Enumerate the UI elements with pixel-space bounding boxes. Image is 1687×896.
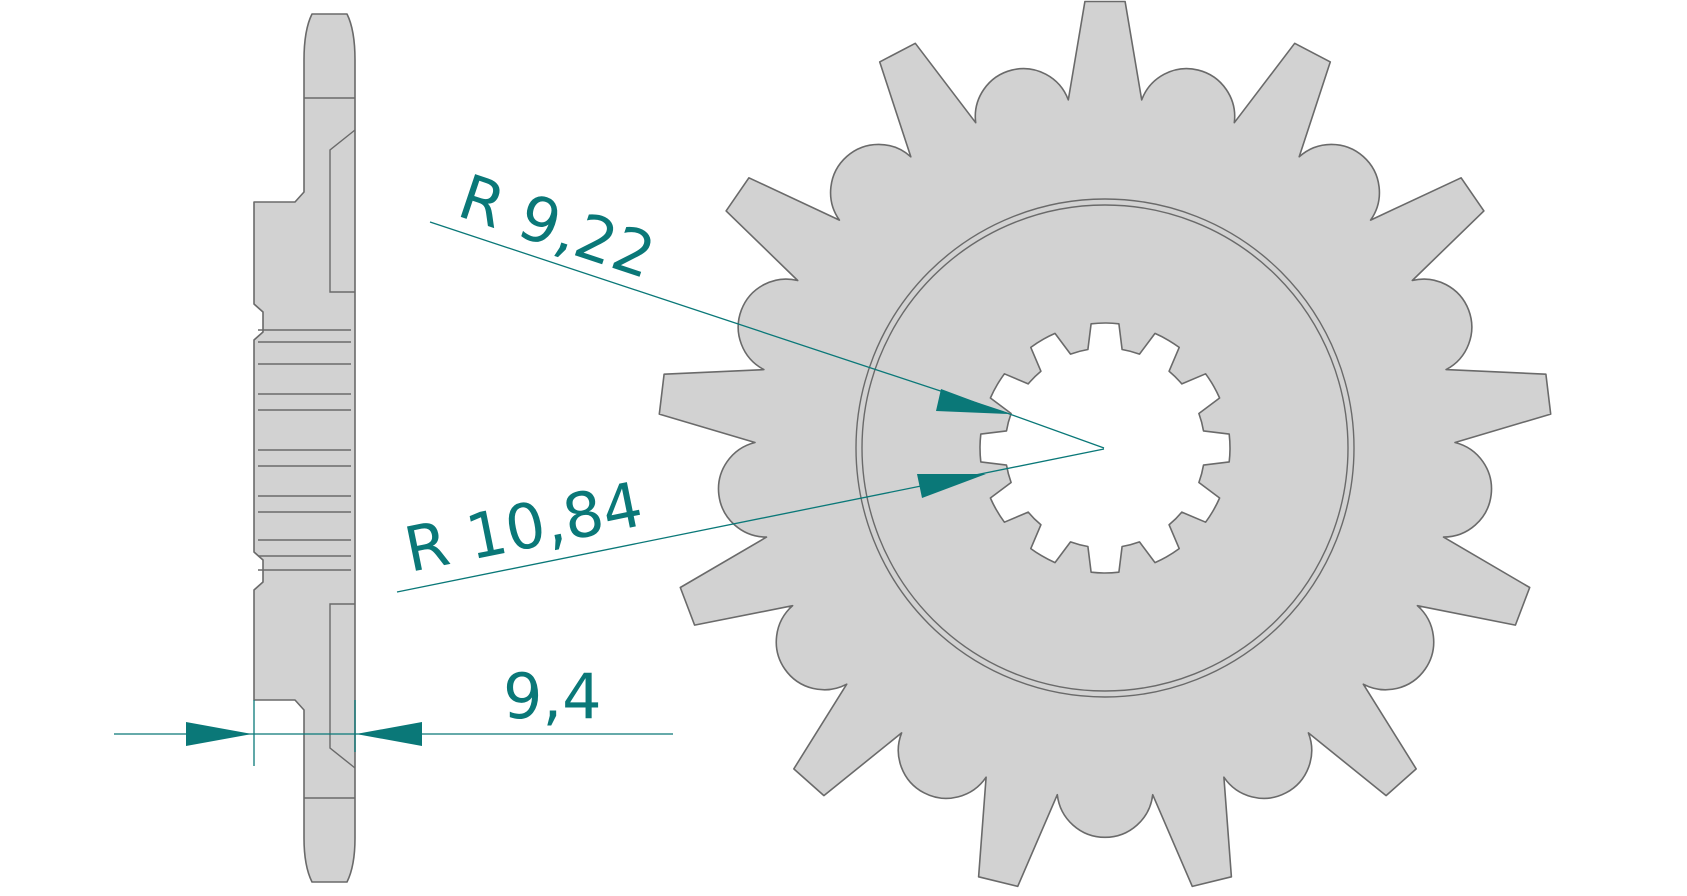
- thickness-arrow-left: [186, 722, 252, 746]
- hub-groove-outer: [855, 198, 1355, 698]
- side-view: [253, 13, 356, 883]
- front-view: [658, 0, 1552, 888]
- inner-radius-label: R 9,22: [450, 160, 664, 293]
- side-recess-bottom: [329, 603, 356, 769]
- thickness-arrow-right: [356, 722, 422, 746]
- inner-radius-center-line: [1003, 411, 1105, 449]
- outer-radius-label: R 10,84: [399, 468, 649, 587]
- thickness-label: 9,4: [503, 660, 602, 733]
- outer-radius-arrow: [917, 474, 986, 498]
- side-recess-top: [329, 129, 356, 293]
- side-spline-bands: [258, 329, 351, 571]
- side-view-profile: [253, 13, 356, 883]
- spline-bore: [979, 322, 1231, 574]
- outer-radius-leader: [396, 448, 1105, 593]
- inner-radius-arrow: [936, 389, 1008, 414]
- hub-groove-inner: [861, 204, 1349, 692]
- inner-radius-leader: [429, 221, 1005, 413]
